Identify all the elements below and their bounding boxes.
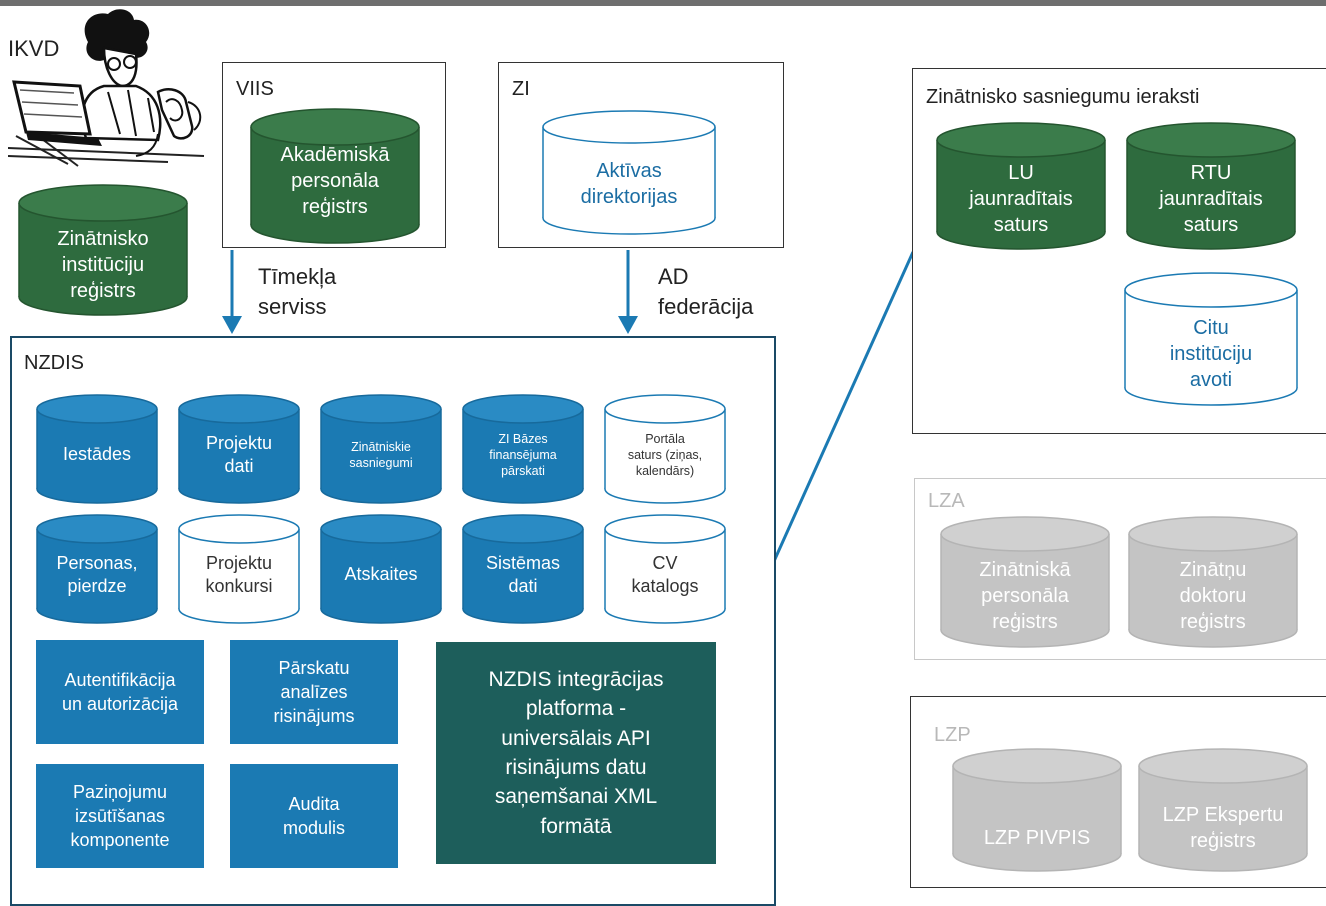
lzp-experts-label: LZP Ekspertu reģistrs: [1162, 804, 1284, 852]
notification-component: Paziņojumu izsūtīšanas komponente: [36, 764, 204, 868]
persons-experience-label: Personas, pierdze: [56, 552, 138, 596]
zi-directory-cylinder: Aktīvas direktorijas: [542, 110, 716, 236]
ikvd-registry-label: Zinātnisko institūciju reģistrs: [57, 228, 149, 302]
zi-title: ZI: [512, 78, 530, 100]
lzp-pivpis-label: LZP PIVPIS: [983, 827, 1091, 849]
scientific-achievements-cylinder: Zinātniskie sasniegumi: [320, 394, 442, 504]
lza-scientific-staff-cylinder: Zinātniskā personāla reģistrs: [940, 516, 1110, 648]
system-data-label: Sistēmas dati: [485, 552, 561, 596]
persons-experience-cylinder: Personas, pierdze: [36, 514, 158, 624]
achievements-title: Zinātnisko sasniegumu ieraksti: [926, 86, 1200, 108]
base-funding-reports-cylinder: ZI Bāzes finansējuma pārskati: [462, 394, 584, 504]
lza-title: LZA: [928, 490, 965, 512]
lzp-pivpis-cylinder: LZP PIVPIS: [952, 748, 1122, 872]
zi-directory-label: Aktīvas direktorijas: [580, 160, 678, 208]
nzdis-title: NZDIS: [24, 352, 84, 374]
person-at-computer-icon: [7, 6, 208, 174]
viis-registry-cylinder: Akadēmiskā personāla reģistrs: [250, 108, 420, 244]
lzp-experts-cylinder: LZP Ekspertu reģistrs: [1138, 748, 1308, 872]
scientific-achievements-label: Zinātniskie sasniegumi: [349, 439, 413, 470]
project-competitions-label: Projektu konkursi: [205, 552, 273, 596]
authentication-component: Autentifikācija un autorizācija: [36, 640, 204, 744]
lza-doctors-cylinder: Zinātņu doktoru reģistrs: [1128, 516, 1298, 648]
base-funding-reports-label: ZI Bāzes finansējuma pārskati: [489, 431, 557, 479]
rtu-content-cylinder: RTU jaunradītais saturs: [1126, 122, 1296, 250]
viis-registry-label: Akadēmiskā personāla reģistrs: [280, 144, 390, 218]
audit-module: Audita modulis: [230, 764, 398, 868]
other-sources-label: Citu institūciju avoti: [1169, 317, 1253, 391]
lza-scientific-staff-label: Zinātniskā personāla reģistrs: [979, 559, 1071, 633]
viis-link-label: Tīmekļa serviss: [258, 264, 337, 319]
report-analysis-component: Pārskatu analīzes risinājums: [230, 640, 398, 744]
other-sources-cylinder: Citu institūciju avoti: [1124, 272, 1298, 406]
zi-link-label: AD federācija: [658, 264, 754, 319]
project-data-cylinder: Projektu dati: [178, 394, 300, 504]
lza-doctors-label: Zinātņu doktoru reģistrs: [1179, 559, 1247, 633]
cv-catalog-label: CV katalogs: [631, 552, 699, 596]
portal-content-label: Portāla saturs (ziņas, kalendārs): [627, 431, 703, 479]
institutions-label: Iestādes: [62, 444, 132, 465]
ikvd-registry-cylinder: Zinātnisko institūciju reģistrs: [18, 184, 188, 316]
viis-title: VIIS: [236, 78, 274, 100]
lu-content-cylinder: LU jaunradītais saturs: [936, 122, 1106, 250]
project-data-label: Projektu dati: [205, 432, 273, 476]
rtu-content-label: RTU jaunradītais saturs: [1159, 162, 1263, 236]
ikvd-title: IKVD: [8, 36, 60, 61]
top-border: [0, 0, 1326, 6]
lzp-title: LZP: [934, 724, 971, 746]
cv-catalog-cylinder: CV katalogs: [604, 514, 726, 624]
reports-cylinder: Atskaites: [320, 514, 442, 624]
portal-content-cylinder: Portāla saturs (ziņas, kalendārs): [604, 394, 726, 504]
institutions-cylinder: Iestādes: [36, 394, 158, 504]
system-data-cylinder: Sistēmas dati: [462, 514, 584, 624]
lu-content-label: LU jaunradītais saturs: [969, 162, 1073, 236]
project-competitions-cylinder: Projektu konkursi: [178, 514, 300, 624]
reports-label: Atskaites: [344, 564, 418, 585]
integration-platform: NZDIS integrācijas platforma - universāl…: [436, 642, 716, 864]
